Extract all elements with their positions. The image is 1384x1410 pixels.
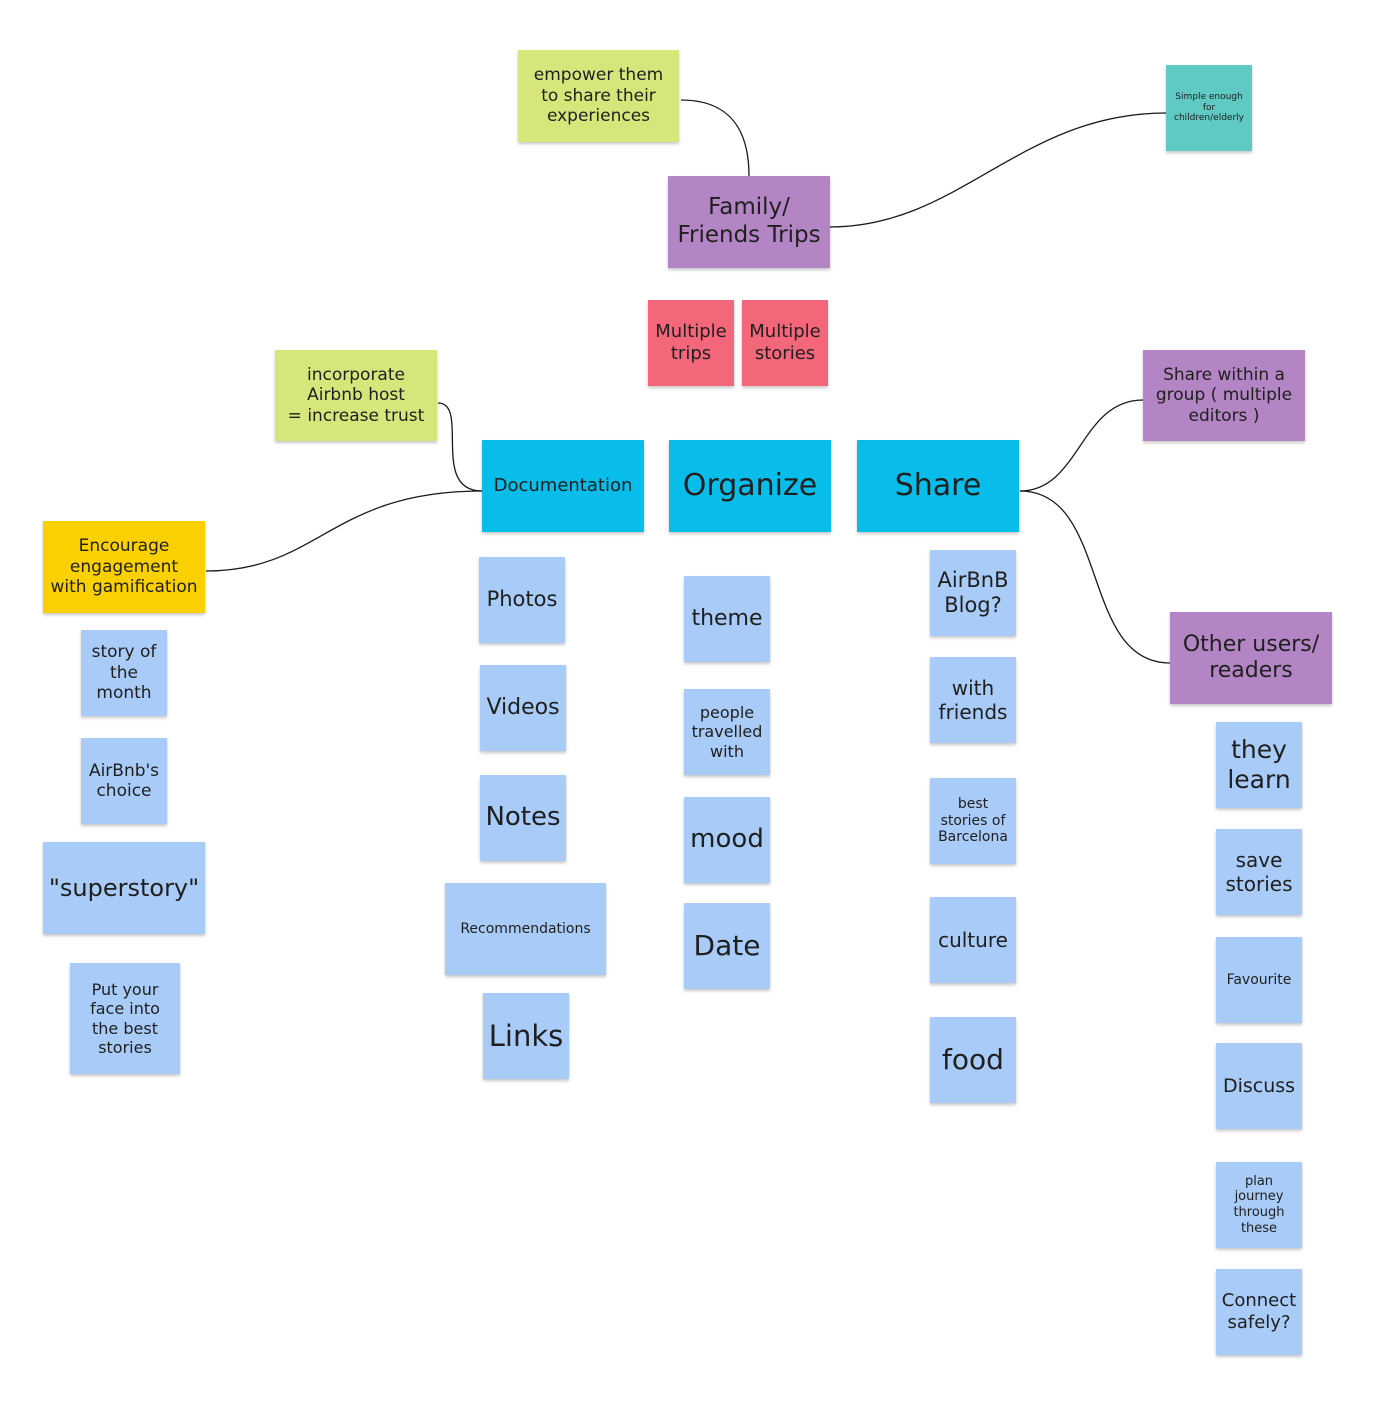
note-notes[interactable]: Notes <box>480 775 566 861</box>
note-connect-safely[interactable]: Connect safely? <box>1216 1269 1302 1355</box>
note-airbnbs-choice[interactable]: AirBnb's choice <box>81 738 167 824</box>
note-multiple-trips[interactable]: Multiple trips <box>648 300 734 386</box>
note-story-of-the-month[interactable]: story of the month <box>81 630 167 716</box>
note-mood[interactable]: mood <box>684 797 770 883</box>
note-with-friends[interactable]: with friends <box>930 657 1016 743</box>
note-plan-journey[interactable]: plan journey through these <box>1216 1162 1302 1248</box>
header-documentation[interactable]: Documentation <box>482 440 644 532</box>
note-they-learn[interactable]: they learn <box>1216 722 1302 808</box>
note-family-friends-trips[interactable]: Family/ Friends Trips <box>668 176 830 268</box>
note-superstory[interactable]: "superstory" <box>43 842 205 934</box>
connector-share-otherusers <box>1019 490 1171 664</box>
note-empower[interactable]: empower them to share their experiences <box>518 50 679 142</box>
connector-documentation-incorporate <box>437 402 483 492</box>
note-culture[interactable]: culture <box>930 897 1016 983</box>
note-put-your-face[interactable]: Put your face into the best stories <box>70 963 180 1074</box>
note-date[interactable]: Date <box>684 903 770 989</box>
note-save-stories[interactable]: save stories <box>1216 829 1302 915</box>
note-recommendations[interactable]: Recommendations <box>445 883 606 975</box>
note-discuss[interactable]: Discuss <box>1216 1043 1302 1129</box>
note-best-stories-barcelona[interactable]: best stories of Barcelona <box>930 778 1016 864</box>
header-organize[interactable]: Organize <box>669 440 831 532</box>
note-share-within-group[interactable]: Share within a group ( multiple editors … <box>1143 350 1305 441</box>
note-airbnb-blog[interactable]: AirBnB Blog? <box>930 550 1016 636</box>
connector-family-simple <box>829 112 1167 228</box>
note-other-users-readers[interactable]: Other users/ readers <box>1170 612 1332 704</box>
connector-documentation-encourage <box>205 490 483 572</box>
note-links[interactable]: Links <box>483 993 569 1079</box>
note-favourite[interactable]: Favourite <box>1216 937 1302 1023</box>
note-simple-enough[interactable]: Simple enough for children/elderly <box>1166 65 1252 151</box>
note-photos[interactable]: Photos <box>479 557 565 643</box>
connector-share-group <box>1019 399 1144 492</box>
note-videos[interactable]: Videos <box>480 665 566 751</box>
note-people-travelled-with[interactable]: people travelled with <box>684 689 770 775</box>
note-incorporate-host[interactable]: incorporate Airbnb host = increase trust <box>275 350 437 441</box>
note-encourage-engagement[interactable]: Encourage engagement with gamification <box>43 521 205 613</box>
note-multiple-stories[interactable]: Multiple stories <box>742 300 828 386</box>
note-food[interactable]: food <box>930 1017 1016 1103</box>
header-share[interactable]: Share <box>857 440 1019 532</box>
note-theme[interactable]: theme <box>684 576 770 662</box>
connector-family-empower <box>680 99 750 177</box>
